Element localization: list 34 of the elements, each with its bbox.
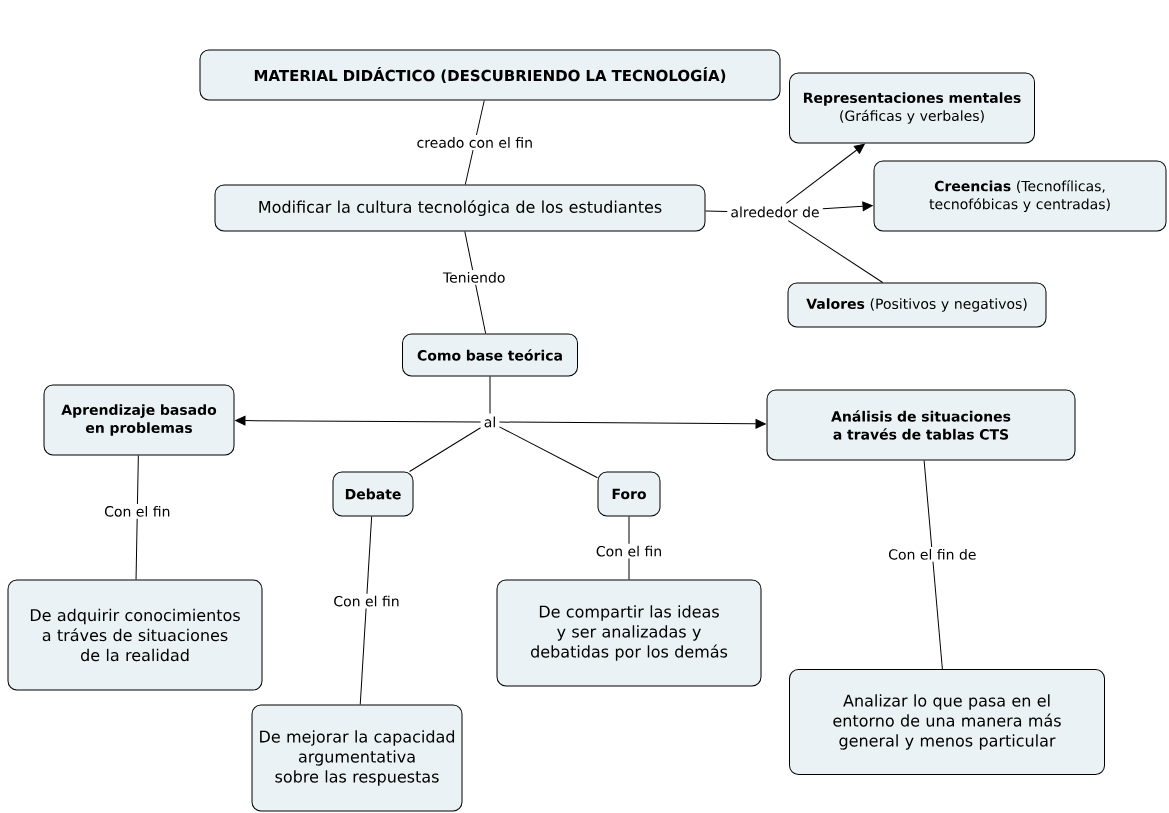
- concept-box: Debate: [332, 471, 414, 517]
- concept-box: Creencias (Tecnofílicas, tecnofóbicas y centradas): [873, 160, 1167, 232]
- concept-box: De adquirir conocimientos a tráves de situaciones de la realidad: [7, 579, 263, 691]
- concept-box: Aprendizaje basado en problemas: [43, 384, 235, 456]
- concept-box: Como base teórica: [402, 333, 578, 377]
- concept-box: Analizar lo que pasa en el entorno de una manera más general y menos particular: [789, 669, 1105, 775]
- concept-box: Valores (Positivos y negativos): [787, 282, 1047, 328]
- arrow: [235, 415, 482, 426]
- linking-phrase: al: [480, 413, 500, 431]
- concept-box: De compartir las ideas y ser analizadas y debatidas por los demás: [496, 579, 762, 687]
- concept-box: Análisis de situaciones a través de tablas CTS: [766, 389, 1076, 461]
- connector-line: [498, 426, 598, 479]
- concept-box: Representaciones mentales (Gráficas y verbales): [789, 72, 1035, 144]
- connector-line: [359, 516, 373, 705]
- edge-label: Con el fin: [593, 543, 665, 559]
- arrow: [822, 201, 873, 212]
- concept-box: Foro: [597, 471, 661, 517]
- connector-line: [923, 460, 943, 670]
- connector-line: [489, 376, 491, 414]
- concept-box: De mejorar la capacidad argumentativa sobre las respuestas: [251, 704, 463, 812]
- linking-phrase: alrededor de: [727, 203, 823, 221]
- connector-line: [135, 455, 139, 580]
- concept-box: MATERIAL DIDÁCTICO (DESCUBRIENDO LA TECNOLOGÍA): [199, 49, 781, 101]
- connector-line: [705, 210, 728, 212]
- arrow: [785, 143, 865, 204]
- concept-box: Modificar la cultura tecnológica de los estudiantes: [214, 184, 706, 232]
- edge-label: Con el fin de: [886, 546, 979, 562]
- arrow: [498, 419, 766, 429]
- connector-line: [409, 427, 482, 472]
- edge-label: Teniendo: [440, 270, 508, 285]
- edge-label: Con el fin: [102, 503, 173, 519]
- connector-line: [787, 220, 884, 283]
- edge-label: creado con el fin: [414, 135, 535, 150]
- edge-label: Con el fin: [331, 593, 402, 609]
